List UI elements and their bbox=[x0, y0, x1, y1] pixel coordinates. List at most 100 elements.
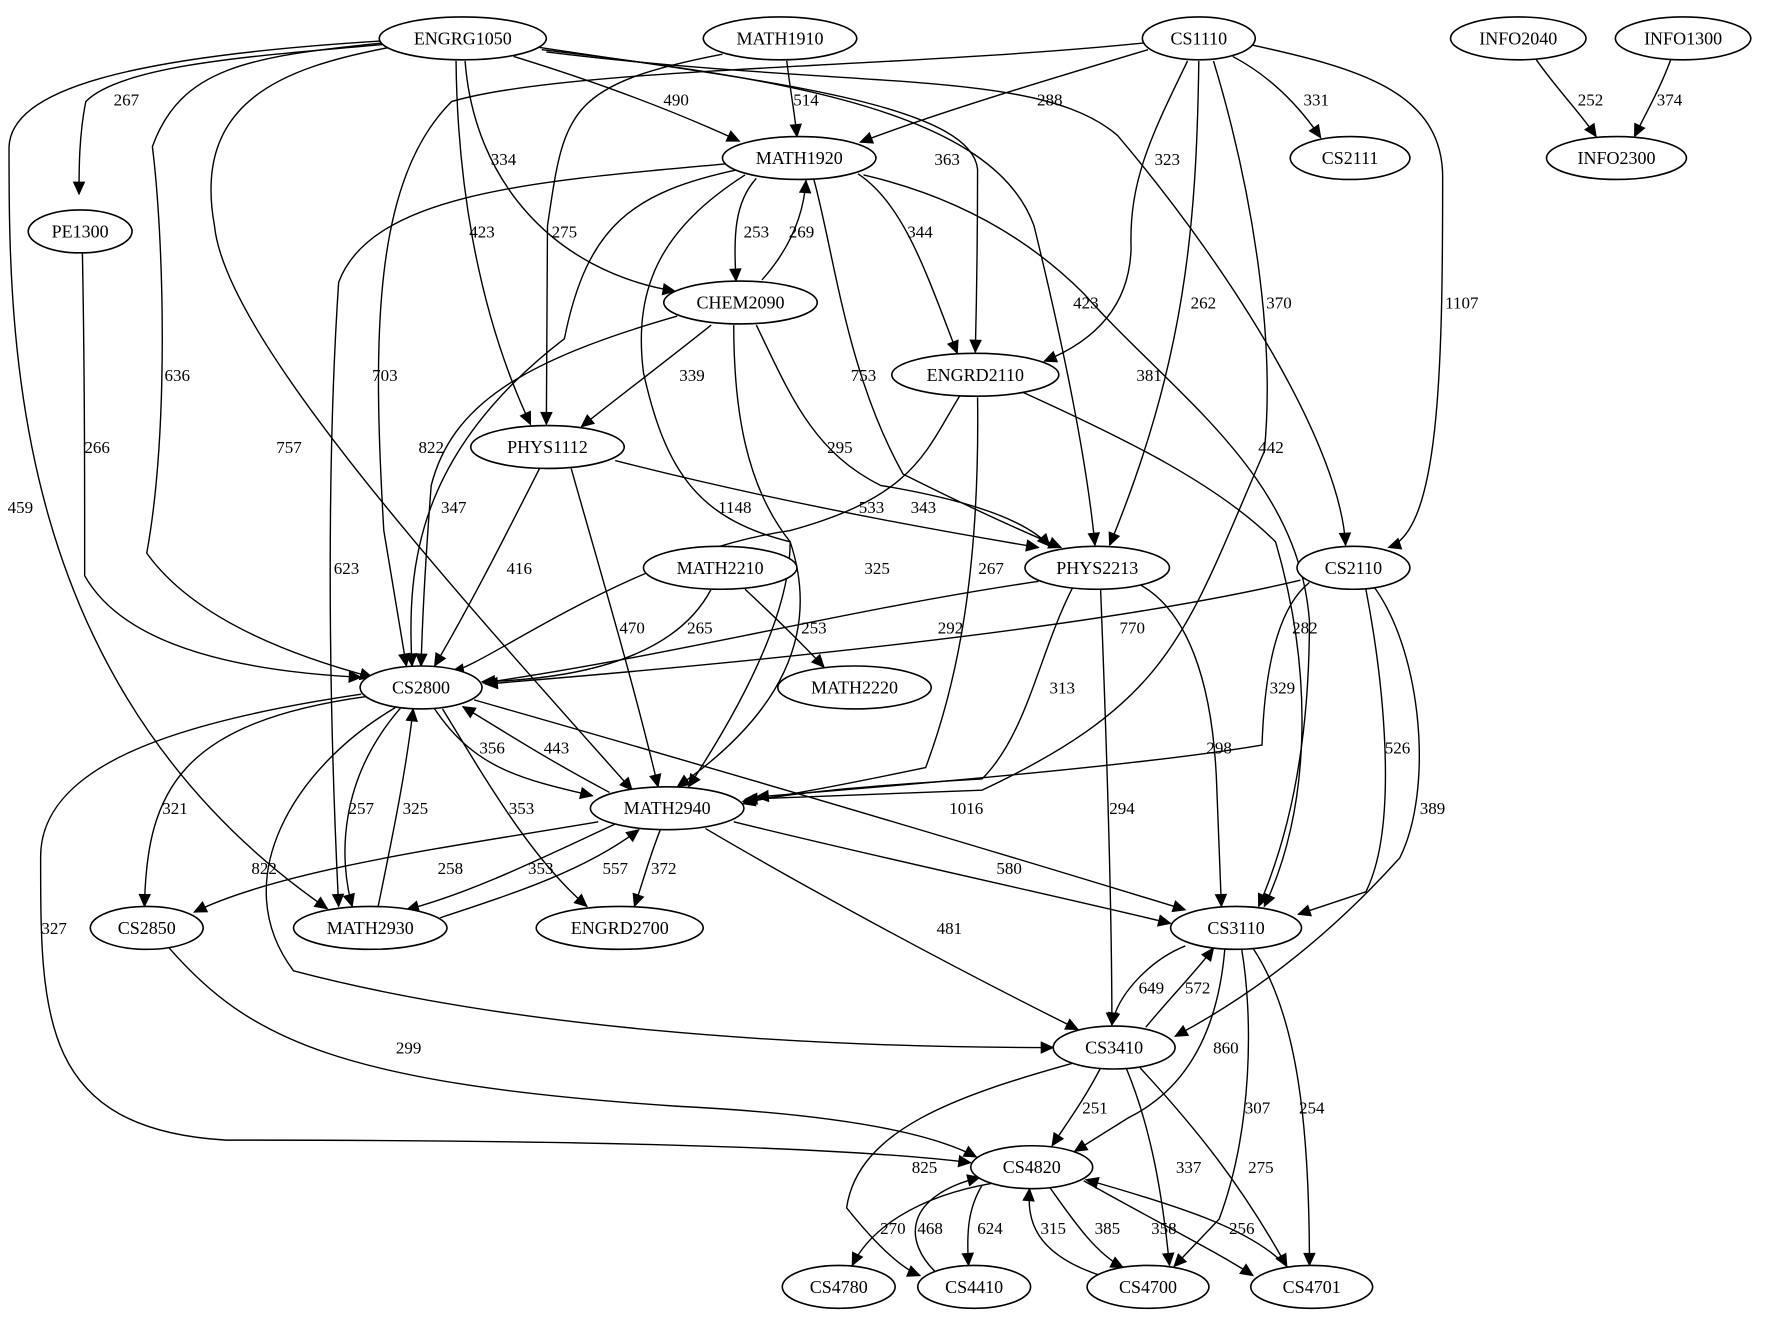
edge-math2940-to-cs3110: 580 bbox=[733, 821, 1172, 927]
edge-label: 825 bbox=[912, 1158, 938, 1177]
arrowhead bbox=[729, 268, 742, 283]
node-cs4410[interactable]: CS4410 bbox=[916, 1264, 1032, 1310]
edge-line bbox=[742, 587, 1074, 805]
node-cs4700[interactable]: CS4700 bbox=[1086, 1264, 1210, 1310]
edge-label: 1148 bbox=[718, 498, 751, 517]
edge-engrd2110-to-math2940: 267 bbox=[741, 397, 1004, 807]
node-phys2213[interactable]: PHYS2213 bbox=[1024, 545, 1171, 591]
edge-info2040-to-info2300: 252 bbox=[1535, 59, 1603, 138]
arrowhead bbox=[519, 410, 532, 426]
node-pe1300[interactable]: PE1300 bbox=[27, 209, 133, 254]
arrowhead bbox=[138, 893, 152, 908]
arrowhead bbox=[632, 892, 645, 908]
edge-label: 649 bbox=[1139, 979, 1165, 998]
edge-info1300-to-info2300: 374 bbox=[1633, 59, 1683, 138]
node-math1910[interactable]: MATH1910 bbox=[702, 16, 858, 61]
edge-label: 294 bbox=[1109, 799, 1135, 818]
edge-label: 636 bbox=[164, 366, 190, 385]
node-cs3110[interactable]: CS3110 bbox=[1169, 905, 1303, 951]
node-cs1110[interactable]: CS1110 bbox=[1141, 16, 1257, 61]
arrowhead bbox=[72, 181, 86, 196]
edge-engrg1050-to-math2930: 459 bbox=[8, 39, 388, 910]
node-cs4820[interactable]: CS4820 bbox=[969, 1144, 1094, 1190]
node-info2040[interactable]: INFO2040 bbox=[1449, 16, 1587, 61]
node-info1300[interactable]: INFO1300 bbox=[1614, 16, 1752, 61]
edge-line bbox=[1125, 1068, 1171, 1266]
node-label: CS4820 bbox=[1003, 1157, 1061, 1177]
edge-line bbox=[485, 579, 1301, 685]
node-label: INFO2300 bbox=[1577, 148, 1655, 168]
edge-math1920-to-cs2800: 822 bbox=[405, 168, 740, 668]
node-label: CS4410 bbox=[945, 1277, 1003, 1297]
edge-line bbox=[434, 708, 593, 797]
edge-label: 325 bbox=[864, 559, 890, 578]
node-chem2090[interactable]: CHEM2090 bbox=[662, 280, 819, 325]
edge-label: 353 bbox=[509, 799, 535, 818]
arrowhead bbox=[1051, 1131, 1065, 1147]
node-ellipse bbox=[1086, 1264, 1210, 1310]
edge-cs3410-to-cs4701: 275 bbox=[1139, 1067, 1288, 1268]
node-cs2111[interactable]: CS2111 bbox=[1289, 135, 1411, 181]
edge-label: 256 bbox=[1229, 1219, 1255, 1238]
edge-label: 514 bbox=[793, 90, 819, 109]
arrowhead bbox=[1263, 892, 1276, 908]
edge-label: 381 bbox=[1136, 366, 1162, 385]
node-cs4701[interactable]: CS4701 bbox=[1249, 1264, 1374, 1310]
edge-cs4820-to-cs4700: 385 bbox=[1049, 1187, 1125, 1269]
arrowhead bbox=[755, 789, 770, 803]
edge-cs3110-to-cs3410: 649 bbox=[1107, 945, 1186, 1027]
node-math2210[interactable]: MATH2210 bbox=[642, 545, 798, 591]
node-engrd2700[interactable]: ENGRD2700 bbox=[535, 905, 705, 951]
edge-label: 288 bbox=[1037, 90, 1063, 109]
edge-phys1112-to-phys2213: 533 bbox=[615, 459, 1040, 552]
arrowhead bbox=[966, 1174, 981, 1187]
edge-cs1110-to-phys2213: 262 bbox=[1108, 60, 1216, 547]
edge-line bbox=[914, 1176, 980, 1274]
node-engrd2110[interactable]: ENGRD2110 bbox=[890, 352, 1060, 398]
edge-chem2090-to-math2940: 325 bbox=[687, 325, 890, 788]
edge-line bbox=[146, 42, 384, 678]
edge-math2940-to-cs2850: 258 bbox=[193, 821, 599, 913]
edge-cs2800-to-cs2850: 321 bbox=[138, 695, 367, 908]
node-cs2110[interactable]: CS2110 bbox=[1296, 545, 1411, 591]
edge-line bbox=[541, 48, 1096, 546]
edge-line bbox=[481, 588, 712, 683]
edge-label: 358 bbox=[1151, 1219, 1177, 1238]
node-phys1112[interactable]: PHYS1112 bbox=[469, 424, 626, 470]
edge-math2930-to-cs2800: 325 bbox=[377, 707, 428, 907]
node-math1920[interactable]: MATH1920 bbox=[721, 135, 877, 181]
edge-cs2850-to-cs4820: 299 bbox=[168, 947, 978, 1158]
edge-line bbox=[1139, 1067, 1288, 1267]
edge-line bbox=[143, 695, 367, 907]
node-cs4780[interactable]: CS4780 bbox=[781, 1264, 896, 1310]
edge-engrg1050-to-phys1112: 423 bbox=[455, 60, 532, 426]
arrowhead bbox=[969, 339, 982, 354]
node-label: CS2800 bbox=[392, 677, 450, 697]
edge-label: 757 bbox=[276, 438, 302, 457]
edge-line bbox=[734, 177, 757, 282]
edge-cs4410-to-cs4820: 468 bbox=[914, 1174, 981, 1274]
node-cs3410[interactable]: CS3410 bbox=[1052, 1025, 1176, 1070]
arrowhead bbox=[342, 892, 355, 908]
node-math2220[interactable]: MATH2220 bbox=[776, 665, 933, 710]
edge-label: 339 bbox=[679, 366, 705, 385]
node-label: CS3410 bbox=[1085, 1038, 1143, 1058]
edge-label: 282 bbox=[1292, 619, 1318, 638]
edge-line bbox=[546, 51, 1347, 546]
node-label: ENGRD2110 bbox=[927, 365, 1024, 385]
edge-label: 423 bbox=[469, 222, 495, 241]
node-label: CS2111 bbox=[1322, 148, 1379, 168]
node-label: MATH1910 bbox=[737, 28, 824, 48]
node-cs2850[interactable]: CS2850 bbox=[89, 905, 204, 951]
arrowhead bbox=[962, 1145, 978, 1158]
node-math2930[interactable]: MATH2930 bbox=[292, 905, 448, 951]
edge-line bbox=[859, 48, 1149, 143]
edge-label: 331 bbox=[1303, 90, 1329, 109]
edge-cs2110-to-math2940: 329 bbox=[755, 581, 1310, 803]
node-engrg1050[interactable]: ENGRG1050 bbox=[378, 16, 548, 61]
node-info2300[interactable]: INFO2300 bbox=[1545, 135, 1688, 181]
arrowhead bbox=[1171, 900, 1187, 913]
edge-cs3410-to-cs4820: 251 bbox=[1051, 1067, 1108, 1147]
node-math2940[interactable]: MATH2940 bbox=[589, 785, 745, 831]
node-cs2800[interactable]: CS2800 bbox=[359, 665, 483, 710]
